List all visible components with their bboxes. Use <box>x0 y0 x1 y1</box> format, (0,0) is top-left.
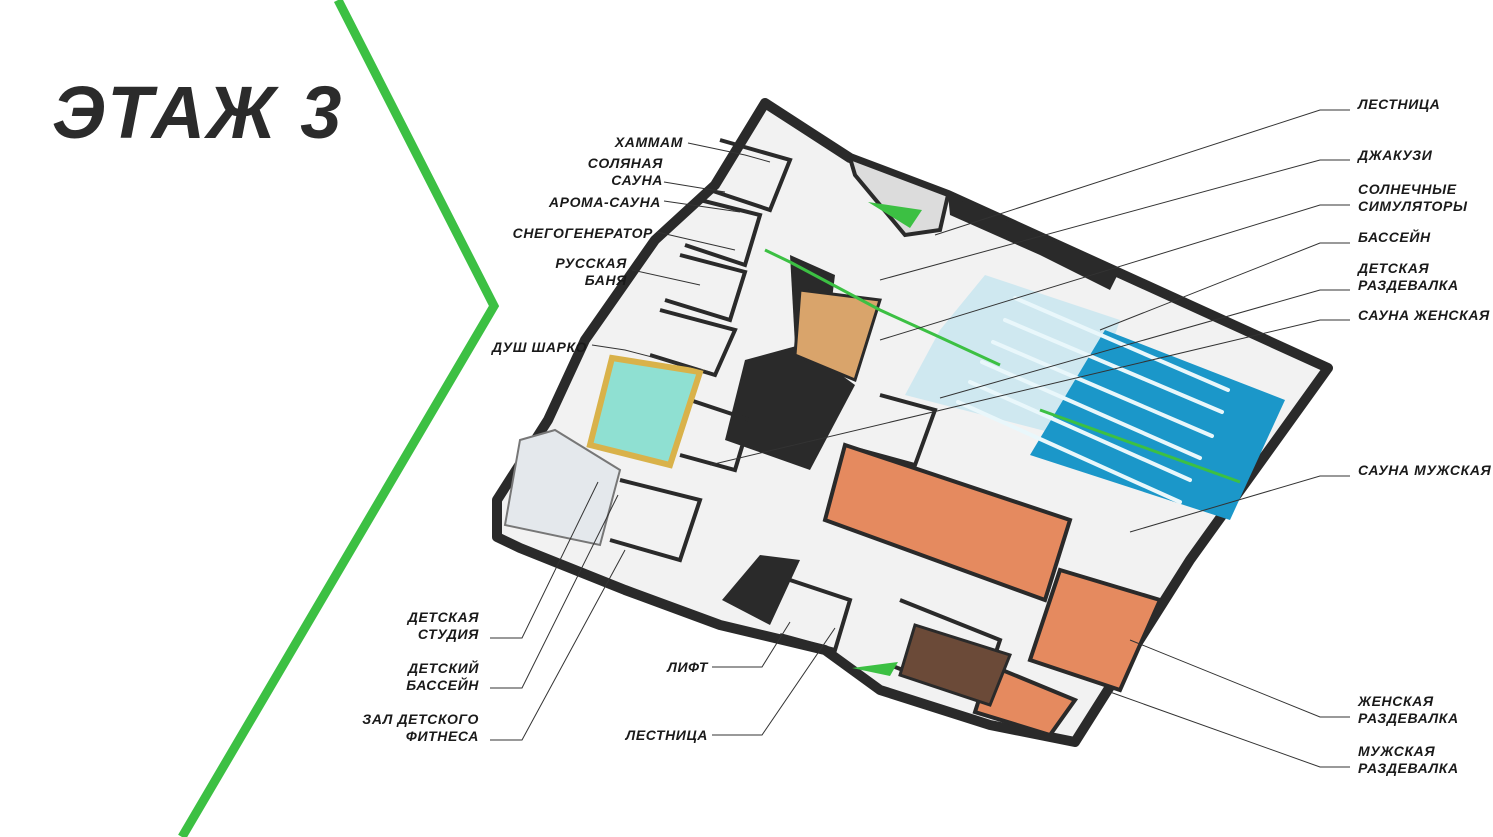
main-pool-blue <box>1030 330 1285 520</box>
label-sauna-men: САУНА МУЖСКАЯ <box>1358 462 1492 478</box>
label-stairs-top: ЛЕСТНИЦА <box>1358 96 1441 112</box>
label-hammam: ХАММАМ <box>614 134 683 150</box>
kids-pool-water <box>586 354 704 469</box>
label-aroma-sauna: АРОМА-САУНА <box>548 194 661 210</box>
label-snow-generator: СНЕГОГЕНЕРАТОР <box>512 225 653 241</box>
building-3d-plan <box>492 98 1333 747</box>
label-charcot-shower: ДУШ ШАРКО <box>491 339 587 355</box>
leader-lines <box>490 109 1350 768</box>
orange-rooms <box>822 442 1073 603</box>
green-chevron-divider <box>178 0 500 837</box>
page-title: ЭТАЖ 3 <box>52 71 344 154</box>
label-elevator: ЛИФТ <box>667 659 708 675</box>
label-sauna-women: САУНА ЖЕНСКАЯ <box>1358 307 1490 323</box>
label-pool: БАССЕЙН <box>1358 229 1431 245</box>
label-jacuzzi: ДЖАКУЗИ <box>1358 147 1433 163</box>
label-stairs-bottom: ЛЕСТНИЦА <box>625 727 708 743</box>
